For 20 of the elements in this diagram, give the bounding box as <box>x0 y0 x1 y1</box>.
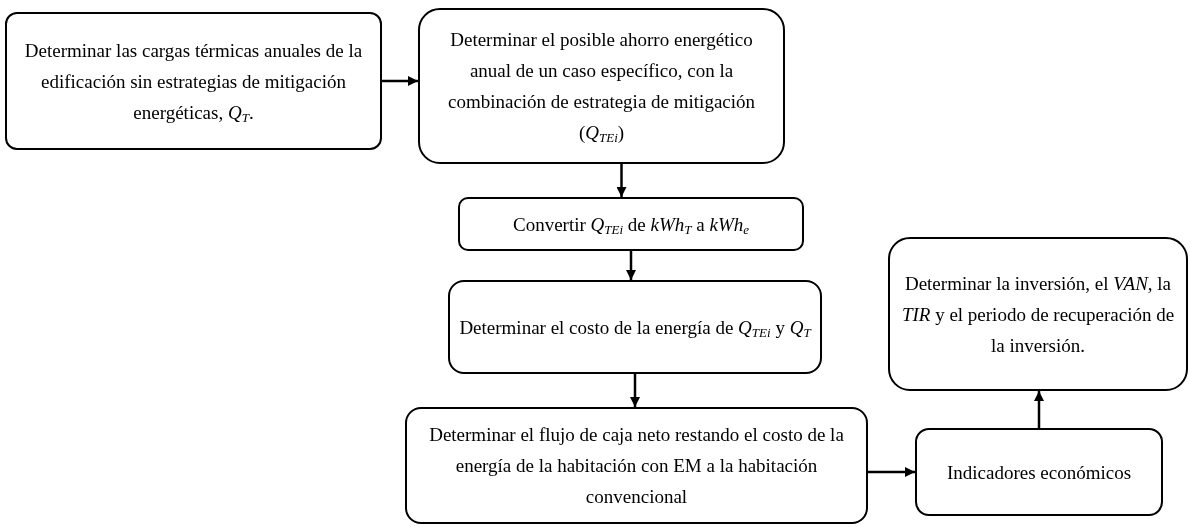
process-box <box>915 428 1163 516</box>
arrow <box>616 164 627 197</box>
arrow <box>1034 391 1044 428</box>
step-text: Convertir Q$_{TEi}$ de kWh$_{T}$ a kWh$_{e}$ <box>512 212 750 239</box>
step-text: Indicadores económicos <box>945 460 1133 485</box>
process-box <box>5 12 382 150</box>
step-text: Determinar las cargas térmicas anuales de la edificación sin estrategias de mitigación energéticas, Q$_{T}$. <box>23 38 364 127</box>
process-box <box>418 8 785 164</box>
step-text: Determinar el costo de la energía de Q$_{TEi}$ y Q$_{T}$ <box>458 315 813 342</box>
step-text: Determinar la inversión, el VAN, la TIR y el periodo de recuperación de la inversión. <box>900 271 1176 358</box>
process-box <box>405 407 868 524</box>
arrow <box>626 251 636 280</box>
process-box <box>458 197 804 251</box>
arrow <box>630 374 640 407</box>
step-text: Determinar el flujo de caja neto restando el costo de la energía de la habitación con EM a la habitación convencional <box>428 423 845 509</box>
process-box <box>888 237 1188 391</box>
arrow <box>382 76 418 86</box>
step-text: Determinar el posible ahorro energético anual de un caso específico, con la combinación de estrategia de mitigación (Q$_{TEi}$) <box>446 28 757 147</box>
process-box <box>448 280 822 374</box>
arrow <box>868 467 915 477</box>
